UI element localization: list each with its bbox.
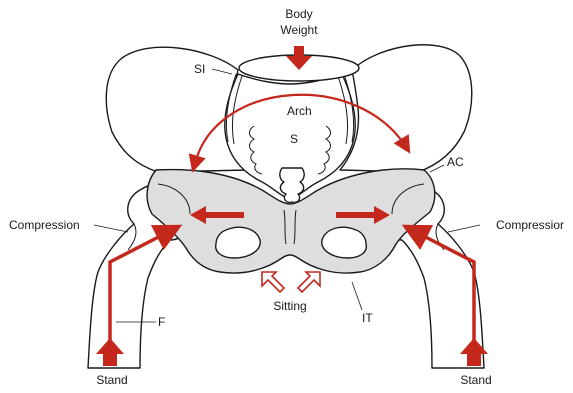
stand-left-label: Stand bbox=[96, 373, 127, 387]
sitting-label: Sitting bbox=[273, 299, 306, 313]
right-sitting-arrow bbox=[298, 272, 320, 292]
compression-right-label: Compressior bbox=[496, 218, 564, 232]
it-label: IT bbox=[362, 311, 373, 325]
left-sitting-arrow bbox=[262, 272, 284, 292]
s-label: S bbox=[290, 132, 298, 146]
coccyx bbox=[280, 168, 304, 202]
body-weight-label-line2: Weight bbox=[280, 23, 318, 37]
ac-label: AC bbox=[447, 155, 464, 169]
right-obturator-foramen bbox=[322, 227, 367, 258]
body-weight-label-line1: Body bbox=[285, 7, 312, 21]
f-label: F bbox=[158, 315, 165, 329]
left-obturator-foramen bbox=[216, 227, 261, 258]
si-label: SI bbox=[194, 62, 205, 76]
arch-label: Arch bbox=[287, 104, 312, 118]
compression-left-label: Compression bbox=[9, 218, 80, 232]
stand-right-label: Stand bbox=[460, 373, 491, 387]
